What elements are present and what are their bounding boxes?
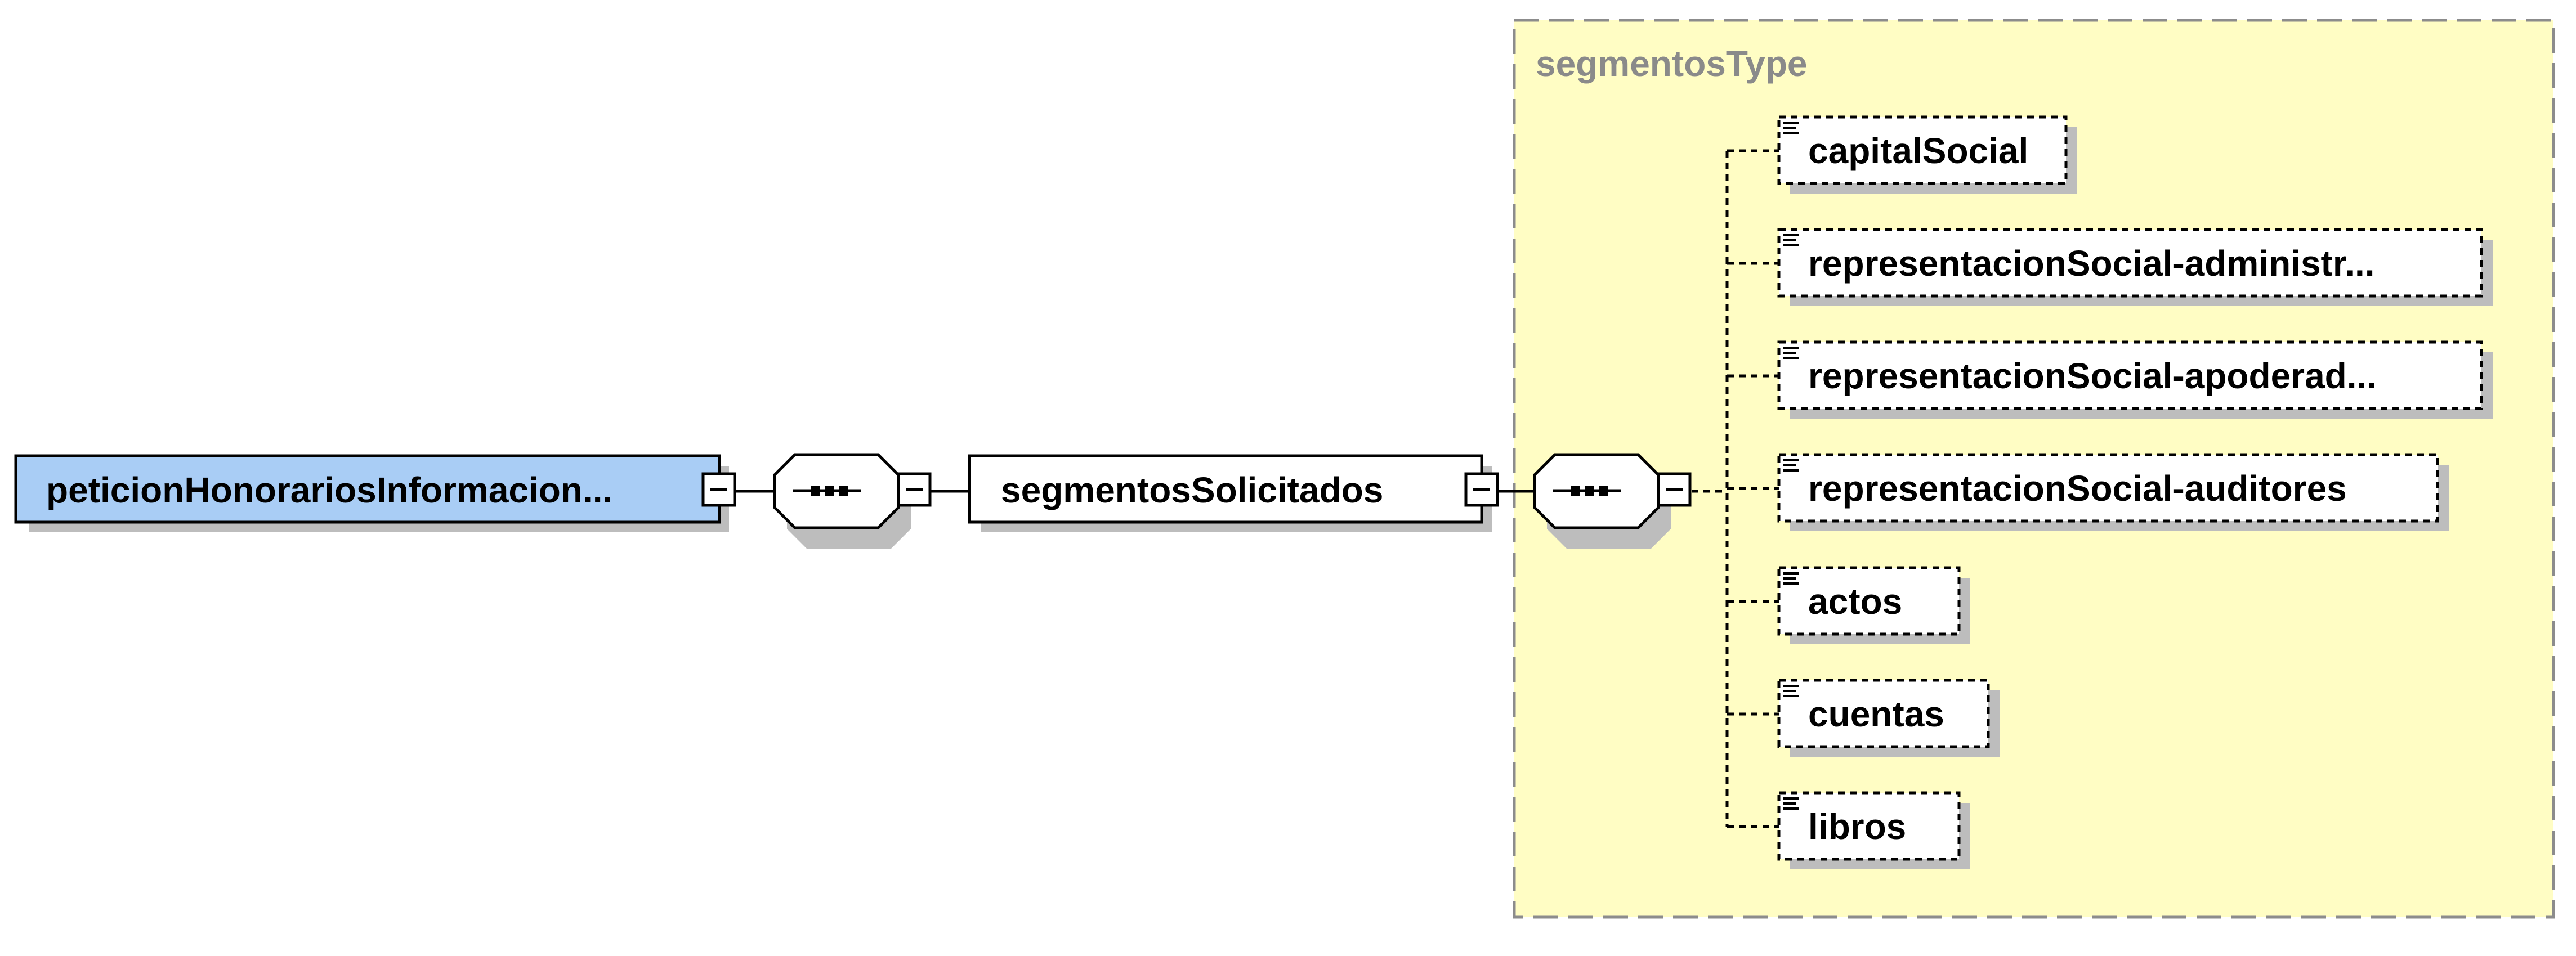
- child-element-label: actos: [1808, 581, 1902, 622]
- child-element-label: representacionSocial-administr...: [1808, 243, 2375, 284]
- child-element-7[interactable]: libros: [1777, 791, 1970, 869]
- child-element-box: [968, 454, 1483, 524]
- text-content-icon: [1783, 797, 1799, 810]
- child-element-box: [1777, 566, 1961, 636]
- root-collapse-box: [701, 472, 736, 507]
- child-element-6[interactable]: cuentas: [1777, 679, 2000, 757]
- child-element-1[interactable]: capitalSocial: [1777, 115, 2077, 194]
- sequence-icon-dot-3: [839, 486, 848, 496]
- text-content-icon: [1783, 234, 1799, 246]
- child-element-segmentossolicitados[interactable]: segmentosSolicitados: [968, 454, 1499, 532]
- child-element-4[interactable]: representacionSocial-auditores: [1777, 453, 2449, 531]
- text-content-icon: [1783, 122, 1799, 134]
- root-sequence-compositor[interactable]: [773, 453, 932, 549]
- child-element-5[interactable]: actos: [1777, 566, 1970, 644]
- child-element-2[interactable]: representacionSocial-administr...: [1777, 228, 2493, 306]
- type-group-label: segmentosType: [1536, 43, 1808, 84]
- text-content-icon: [1783, 347, 1799, 359]
- root-sequence-collapse-toggle[interactable]: [897, 472, 932, 507]
- text-content-icon: [1783, 685, 1799, 697]
- child-element-3[interactable]: representacionSocial-apoderad...: [1777, 340, 2493, 419]
- child-element-box: [1777, 228, 2483, 298]
- type-sequence-compositor[interactable]: [1533, 453, 1692, 549]
- sequence-icon: [1553, 486, 1621, 496]
- root-collapse-toggle[interactable]: [701, 472, 736, 507]
- sequence-icon-dot-1: [811, 486, 820, 496]
- type-sequence-collapse-toggle[interactable]: [1657, 472, 1692, 507]
- child-element-box: [1777, 115, 2068, 185]
- sequence-icon: [793, 486, 861, 496]
- child-element-label: representacionSocial-apoderad...: [1808, 356, 2377, 396]
- sequence-icon-dot-1: [1571, 486, 1580, 496]
- text-content-icon: [1783, 572, 1799, 585]
- root-element-label: peticionHonorariosInformacion...: [46, 470, 612, 510]
- child-element-box: [1777, 340, 2483, 410]
- child-element-label: representacionSocial-auditores: [1808, 468, 2347, 509]
- sequence-icon-dot-3: [1599, 486, 1608, 496]
- child-collapse-toggle[interactable]: [1464, 472, 1499, 507]
- sequence-icon-dot-2: [1585, 486, 1594, 496]
- child-element-box: [1777, 679, 1990, 748]
- child-element-label: capitalSocial: [1808, 131, 2028, 171]
- child-element-label: cuentas: [1808, 694, 1944, 734]
- child-element-box: [1777, 453, 2439, 523]
- child-element-label: segmentosSolicitados: [1001, 470, 1383, 510]
- text-content-icon: [1783, 459, 1799, 472]
- dashed-connectors: [1692, 149, 1779, 828]
- sequence-icon-dot-2: [825, 486, 834, 496]
- root-element[interactable]: peticionHonorariosInformacion...: [14, 454, 736, 532]
- child-element-label: libros: [1808, 806, 1906, 847]
- child-element-box: [1777, 791, 1961, 861]
